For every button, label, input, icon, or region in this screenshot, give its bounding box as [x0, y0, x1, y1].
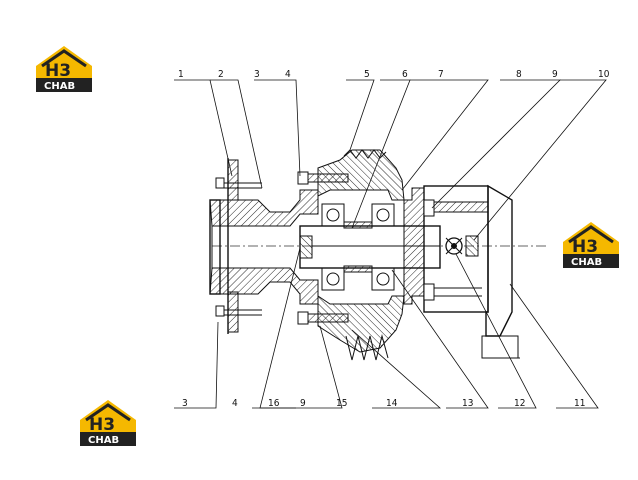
callouts-bottom: 3 4 16 9 15 14 13 12 11 [182, 398, 585, 409]
callout-8: 8 [516, 69, 522, 80]
brand-logo-top-left: H3 CHAB [34, 44, 94, 94]
pulley-grooves [345, 334, 389, 361]
housing-lower [317, 295, 405, 353]
callout-5: 5 [364, 69, 370, 80]
bolt-bottom-left [215, 305, 262, 317]
callout-13: 13 [462, 398, 473, 409]
bearing-lower [321, 267, 395, 291]
callout-16: 16 [268, 398, 280, 409]
brand-logo-right: H3 CHAB [561, 220, 621, 270]
logo-letters: H3 [89, 415, 115, 435]
logo-caption: CHAB [571, 257, 602, 268]
callout-6: 6 [402, 69, 408, 80]
gear-element [445, 235, 479, 257]
leader-lines [174, 79, 607, 409]
callout-10: 10 [598, 69, 610, 80]
callout-4: 4 [285, 69, 291, 80]
bolt-top-right [423, 199, 489, 217]
flange-bottom [227, 291, 239, 333]
callout-2: 2 [218, 69, 224, 80]
right-cover [403, 187, 425, 305]
shaft-key-lower [343, 265, 373, 273]
callout-11: 11 [574, 398, 585, 409]
pump-section-view [209, 149, 548, 361]
brand-logo-bottom-left: H3 CHAB [78, 398, 138, 448]
bolt-bottom-housing [297, 311, 349, 325]
callout-4-bottom: 4 [232, 398, 238, 409]
coupling-upper [209, 189, 319, 227]
callout-9: 9 [552, 69, 558, 80]
bolt-top-housing [297, 171, 349, 185]
callout-3: 3 [254, 69, 260, 80]
callout-9-bottom: 9 [300, 398, 306, 409]
bolt-top-left [215, 177, 262, 189]
callouts-top: 1 2 3 4 5 6 7 8 9 10 [178, 69, 610, 80]
coupling-lower [209, 267, 319, 305]
pulley-top-grooves [343, 149, 387, 159]
logo-caption: CHAB [44, 81, 75, 92]
callout-12: 12 [514, 398, 525, 409]
callout-7: 7 [438, 69, 444, 80]
logo-letters: H3 [572, 237, 598, 257]
logo-caption: CHAB [88, 435, 119, 446]
logo-letters: H3 [45, 61, 71, 81]
shaft-key [343, 221, 373, 229]
end-housing [485, 184, 513, 337]
bolt-bottom-right [423, 283, 482, 301]
callout-3-bottom: 3 [182, 398, 188, 409]
callout-15: 15 [336, 398, 347, 409]
shaft-nut [299, 235, 313, 259]
callout-1: 1 [178, 69, 184, 80]
housing-upper [317, 149, 405, 201]
callout-14: 14 [386, 398, 398, 409]
